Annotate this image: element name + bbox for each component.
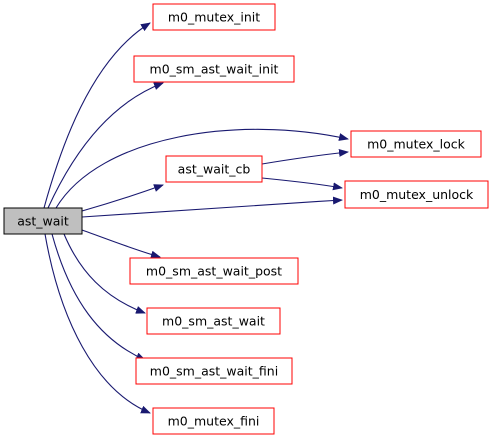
node-m0_sm_ast_wait[interactable]: m0_sm_ast_wait	[146, 307, 281, 335]
node-box	[344, 180, 489, 209]
node-box	[152, 3, 276, 31]
node-box	[350, 130, 482, 158]
node-box	[133, 55, 295, 83]
node-box	[135, 357, 293, 385]
node-m0_sm_ast_wait_fini[interactable]: m0_sm_ast_wait_fini	[135, 357, 293, 385]
node-label: m0_mutex_lock	[367, 137, 465, 152]
node-box	[3, 207, 83, 235]
edge-ast_wait-to-m0_mutex_lock	[55, 128, 349, 209]
edge-ast_wait_cb-to-m0_mutex_unlock	[261, 177, 343, 191]
node-box	[152, 407, 275, 435]
nodes: ast_wait m0_mutex_init m0_sm_ast_wait_init…	[3, 3, 489, 435]
edge-ast_wait-to-ast_wait_cb	[81, 184, 164, 212]
node-label: ast_wait	[17, 214, 69, 229]
node-label: ast_wait_cb	[178, 162, 251, 177]
node-label: m0_mutex_fini	[168, 414, 260, 429]
node-m0_mutex_init[interactable]: m0_mutex_init	[152, 3, 276, 31]
node-label: m0_mutex_init	[168, 10, 260, 25]
edge-ast_wait-to-m0_sm_ast_wait_fini	[51, 233, 146, 361]
node-label: m0_sm_ast_wait_fini	[150, 364, 278, 379]
edge-ast_wait-to-m0_mutex_fini	[44, 233, 151, 414]
node-ast_wait_cb[interactable]: ast_wait_cb	[165, 155, 263, 183]
node-m0_mutex_fini[interactable]: m0_mutex_fini	[152, 407, 275, 435]
node-m0_mutex_lock[interactable]: m0_mutex_lock	[350, 130, 482, 158]
node-label: m0_sm_ast_wait_init	[150, 62, 279, 77]
node-box	[165, 155, 263, 183]
node-box	[146, 307, 281, 335]
edge-ast_wait_cb-to-m0_mutex_lock	[261, 148, 349, 165]
edges	[43, 22, 349, 414]
node-ast_wait: ast_wait	[3, 207, 83, 235]
edge-ast_wait-to-m0_sm_ast_wait_init	[47, 82, 164, 209]
node-m0_sm_ast_wait_init[interactable]: m0_sm_ast_wait_init	[133, 55, 295, 83]
edge-ast_wait-to-m0_mutex_init	[43, 22, 151, 209]
edge-ast_wait-to-m0_sm_ast_wait	[63, 233, 146, 314]
node-box	[129, 257, 299, 285]
edge-ast_wait-to-m0_mutex_unlock	[81, 196, 343, 218]
node-label: m0_mutex_unlock	[360, 187, 474, 202]
node-label: m0_sm_ast_wait	[162, 314, 265, 329]
edge-ast_wait-to-m0_sm_ast_wait_post	[81, 229, 161, 259]
node-m0_mutex_unlock[interactable]: m0_mutex_unlock	[344, 180, 489, 209]
node-label: m0_sm_ast_wait_post	[146, 264, 282, 279]
node-m0_sm_ast_wait_post[interactable]: m0_sm_ast_wait_post	[129, 257, 299, 285]
